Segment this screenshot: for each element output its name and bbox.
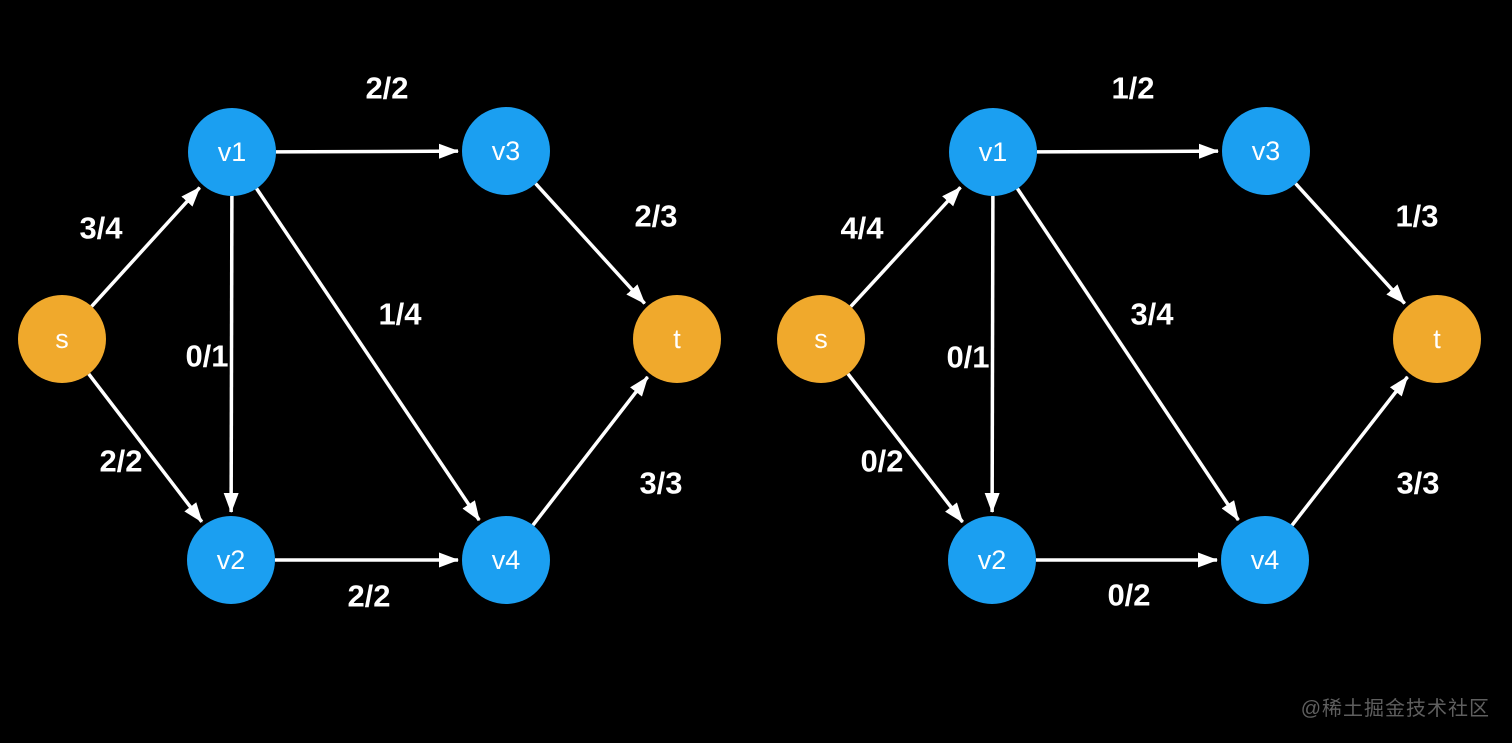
edge-left-s-v1	[90, 186, 202, 308]
edge-right-v4-t	[1290, 375, 1409, 527]
node-label-right-v4: v4	[1251, 545, 1280, 575]
edge-label-right-v1-v2: 0/1	[946, 340, 989, 375]
edge-label-left-v3-t: 2/3	[634, 199, 677, 234]
graph-left: 3/4 2/2 2/2 0/1 1/4 2/2 2/3 3/3 s v1 v2 v3 v4 t	[18, 71, 721, 614]
node-label-right-s: s	[814, 324, 828, 354]
node-left-v4	[462, 516, 550, 604]
node-label-left-v1: v1	[218, 137, 247, 167]
edge-right-v1-v2	[984, 195, 1000, 514]
node-label-left-v2: v2	[217, 545, 246, 575]
edge-left-v3-t	[534, 182, 646, 305]
edge-label-left-v4-t: 3/3	[639, 466, 682, 501]
node-label-right-v1: v1	[979, 137, 1008, 167]
edge-left-v1-v2	[223, 195, 239, 514]
edge-label-right-v2-v4: 0/2	[1107, 578, 1150, 613]
node-right-v2	[948, 516, 1036, 604]
node-label-left-v4: v4	[492, 545, 521, 575]
edge-label-right-s-v1: 4/4	[840, 211, 884, 246]
edge-label-left-v1-v4: 1/4	[378, 297, 422, 332]
watermark: @稀土掘金技术社区	[1300, 698, 1490, 720]
node-left-v3	[462, 107, 550, 195]
edge-left-v1-v3	[275, 143, 460, 159]
edge-left-v4-t	[531, 375, 650, 527]
edge-right-v1-v4	[1015, 187, 1240, 522]
edge-label-left-v1-v3: 2/2	[365, 71, 408, 106]
node-label-right-t: t	[1433, 324, 1441, 354]
node-right-v4	[1221, 516, 1309, 604]
node-label-right-v2: v2	[978, 545, 1007, 575]
edge-label-right-v1-v3: 1/2	[1111, 71, 1154, 106]
node-right-v3	[1222, 107, 1310, 195]
edge-right-s-v2	[846, 372, 965, 524]
node-right-v1	[949, 108, 1037, 196]
edge-right-s-v1	[849, 186, 962, 308]
graph-right: 4/4 0/2 1/2 0/1 3/4 0/2 1/3 3/3 s v1 v2 v3 v4 t	[777, 71, 1481, 613]
node-left-t	[633, 295, 721, 383]
node-label-left-t: t	[673, 324, 681, 354]
node-label-left-s: s	[55, 324, 69, 354]
node-left-v1	[188, 108, 276, 196]
edge-left-v1-v4	[255, 187, 481, 522]
node-label-right-v3: v3	[1252, 136, 1281, 166]
node-right-s	[777, 295, 865, 383]
node-right-t	[1393, 295, 1481, 383]
node-left-s	[18, 295, 106, 383]
edge-label-right-v3-t: 1/3	[1395, 199, 1438, 234]
edge-right-v3-t	[1294, 182, 1406, 305]
edge-label-left-s-v2: 2/2	[99, 444, 142, 479]
edge-right-v1-v3	[1036, 143, 1220, 159]
node-left-v2	[187, 516, 275, 604]
edge-left-s-v2	[87, 372, 204, 523]
edge-label-left-s-v1: 3/4	[79, 211, 123, 246]
node-label-left-v3: v3	[492, 136, 521, 166]
edge-label-left-v2-v4: 2/2	[347, 579, 390, 614]
edge-label-right-s-v2: 0/2	[860, 444, 903, 479]
edge-label-right-v4-t: 3/3	[1396, 466, 1439, 501]
edge-label-left-v1-v2: 0/1	[185, 339, 228, 374]
edge-label-right-v1-v4: 3/4	[1130, 297, 1174, 332]
